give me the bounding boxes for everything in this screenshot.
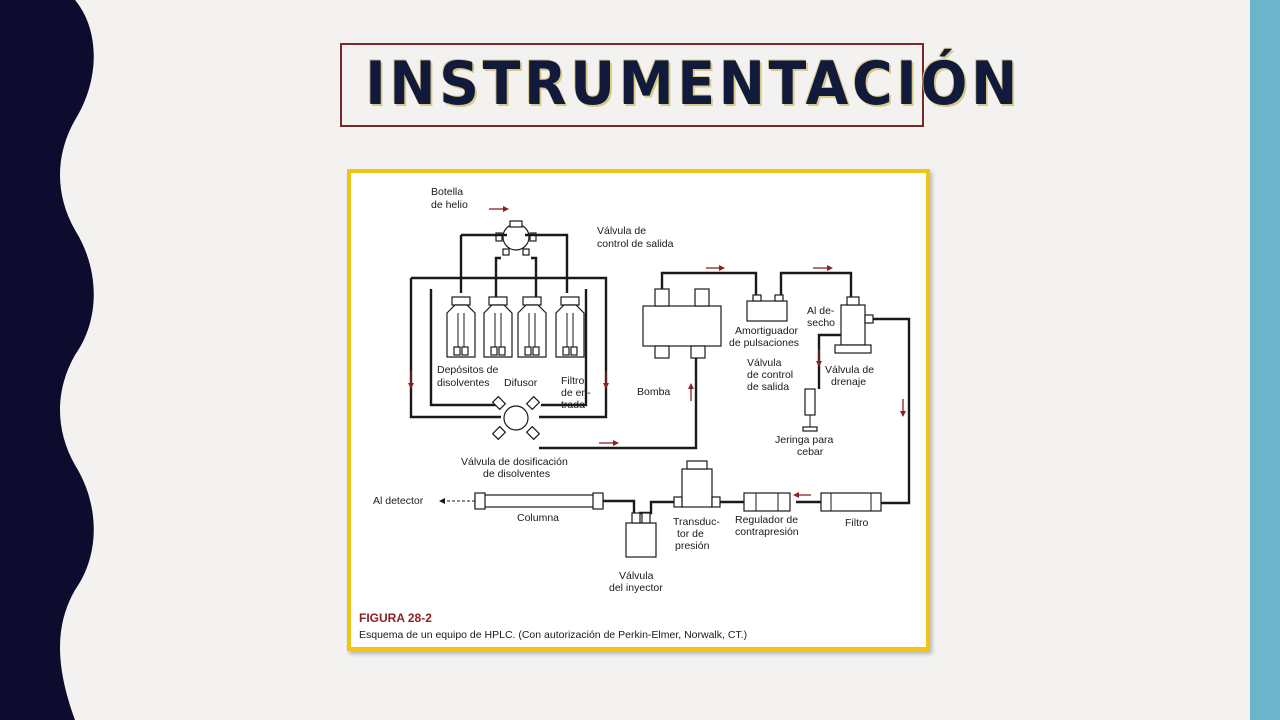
label-valvula-drenaje-2: drenaje: [831, 376, 866, 388]
label-valvula-inyector-2: del inyector: [609, 582, 663, 594]
helium-bottle-valve: [495, 220, 537, 256]
label-regulador-2: contrapresión: [735, 526, 799, 538]
filter: [820, 492, 882, 512]
label-botella-2: de helio: [431, 199, 468, 211]
label-transductor-1: Transduc-: [673, 516, 720, 528]
label-valvula-control-1: Válvula: [747, 357, 782, 369]
label-valvula-salida-top-1: Válvula de: [597, 225, 646, 237]
label-columna: Columna: [517, 512, 559, 524]
label-amortiguador-2: de pulsaciones: [729, 337, 799, 349]
label-transductor-3: presión: [675, 540, 710, 552]
label-filtro-entrada-3: trada: [561, 399, 585, 411]
label-al-detector: Al detector: [373, 495, 424, 507]
label-al-desecho-2: secho: [807, 317, 835, 329]
caption-text: Esquema de un equipo de HPLC. (Con autor…: [359, 629, 747, 641]
priming-syringe: [802, 388, 818, 432]
right-decorative-band: [1250, 0, 1280, 720]
solvent-bottles: [446, 296, 585, 358]
drain-valve: [834, 296, 874, 354]
hplc-diagram: Botella de helio Válvula de control de s…: [359, 186, 911, 641]
pressure-transducer: [673, 460, 721, 508]
label-depositos-1: Depósitos de: [437, 364, 498, 376]
pulse-damper: [746, 294, 788, 322]
label-bomba: Bomba: [637, 386, 670, 398]
left-decorative-band: [0, 0, 94, 720]
label-difusor: Difusor: [504, 377, 538, 389]
label-dosificacion-2: de disolventes: [483, 468, 550, 480]
label-jeringa-2: cebar: [797, 446, 824, 458]
label-filtro-entrada-1: Filtro: [561, 375, 584, 387]
label-botella-1: Botella: [431, 186, 463, 198]
label-amortiguador-1: Amortiguador: [735, 325, 799, 337]
slide-title: INSTRUMENTACIÓN: [365, 49, 1021, 119]
label-transductor-2: tor de: [677, 528, 704, 540]
caption-title: FIGURA 28-2: [359, 611, 432, 625]
title-box: INSTRUMENTACIÓN: [340, 43, 1021, 127]
label-dosificacion-1: Válvula de dosificación: [461, 456, 568, 468]
label-filtro-entrada-2: de en-: [561, 387, 591, 399]
label-valvula-drenaje-1: Válvula de: [825, 364, 874, 376]
column: [474, 492, 604, 510]
label-al-desecho-1: Al de-: [807, 305, 835, 317]
pump: [642, 288, 722, 359]
label-filtro: Filtro: [845, 517, 868, 529]
label-depositos-2: disolventes: [437, 377, 490, 389]
proportioning-valve: [491, 395, 541, 441]
label-valvula-salida-top-2: control de salida: [597, 238, 674, 250]
label-jeringa-1: Jeringa para: [775, 434, 834, 446]
injector-valve: [625, 512, 657, 558]
back-pressure-regulator: [743, 492, 791, 512]
label-valvula-control-2: de control: [747, 369, 793, 381]
label-valvula-inyector-1: Válvula: [619, 570, 654, 582]
label-valvula-control-3: de salida: [747, 381, 789, 393]
hplc-figure: Botella de helio Válvula de control de s…: [347, 169, 930, 651]
label-regulador-1: Regulador de: [735, 514, 798, 526]
